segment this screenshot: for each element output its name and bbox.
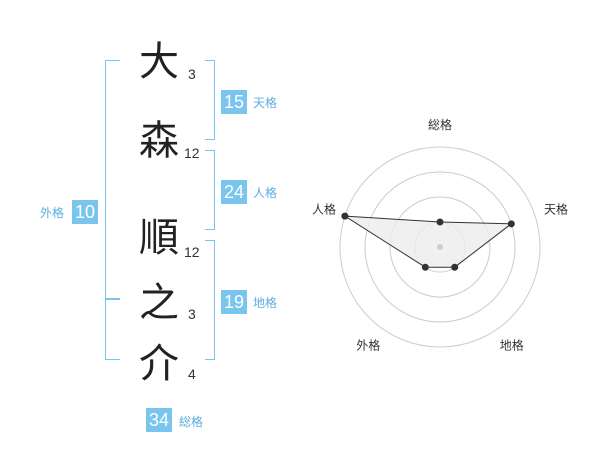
jinkaku-bracket (205, 150, 215, 230)
name-char-1: 大 (139, 39, 179, 85)
radar-point-5 (341, 212, 349, 220)
tenkaku-bracket (205, 60, 215, 140)
tenkaku-label: 天格 (253, 96, 278, 110)
gaikaku-bracket (105, 60, 120, 360)
radar-data-area (344, 215, 513, 268)
name-char-3: 順 (139, 215, 179, 261)
radar-axis-label-3: 地格 (500, 338, 524, 353)
stroke-count-3: 12 (184, 244, 200, 260)
radar-point-2 (507, 220, 515, 228)
stroke-count-4: 3 (188, 306, 196, 322)
name-char-4: 之 (139, 280, 179, 326)
radar-point-1 (436, 218, 444, 226)
jinkaku-value-badge: 24 (221, 180, 247, 204)
gaikaku-label: 外格 (40, 206, 65, 220)
radar-axis-label-1: 総格 (428, 117, 452, 132)
soukaku-label: 総格 (179, 415, 204, 429)
radar-ring-2 (389, 196, 491, 298)
chikaku-bracket (205, 240, 215, 360)
radar-axis-label-4: 外格 (356, 338, 380, 353)
radar-center-dot (437, 244, 443, 250)
radar-points (341, 212, 515, 271)
stroke-count-5: 4 (188, 366, 196, 382)
radar-ring-3 (364, 171, 516, 323)
stroke-count-1: 3 (188, 66, 196, 82)
radar-ring-4 (339, 146, 541, 348)
radar-rings (339, 146, 541, 348)
name-char-2: 森 (139, 118, 179, 164)
jinkaku-label: 人格 (253, 186, 278, 200)
chikaku-label: 地格 (253, 296, 278, 310)
radar-point-4 (421, 263, 429, 271)
name-char-5: 介 (139, 341, 179, 387)
tenkaku-value-badge: 15 (221, 90, 247, 114)
gaikaku-bracket-tick (105, 298, 120, 300)
gaikaku-value-badge: 10 (72, 200, 98, 224)
soukaku-value-badge: 34 (146, 408, 172, 432)
chikaku-value-badge: 19 (221, 290, 247, 314)
stroke-count-2: 12 (184, 145, 200, 161)
radar-axis-label-2: 天格 (544, 201, 568, 216)
radar-point-3 (451, 263, 459, 271)
radar-axis-label-5: 人格 (312, 201, 336, 216)
